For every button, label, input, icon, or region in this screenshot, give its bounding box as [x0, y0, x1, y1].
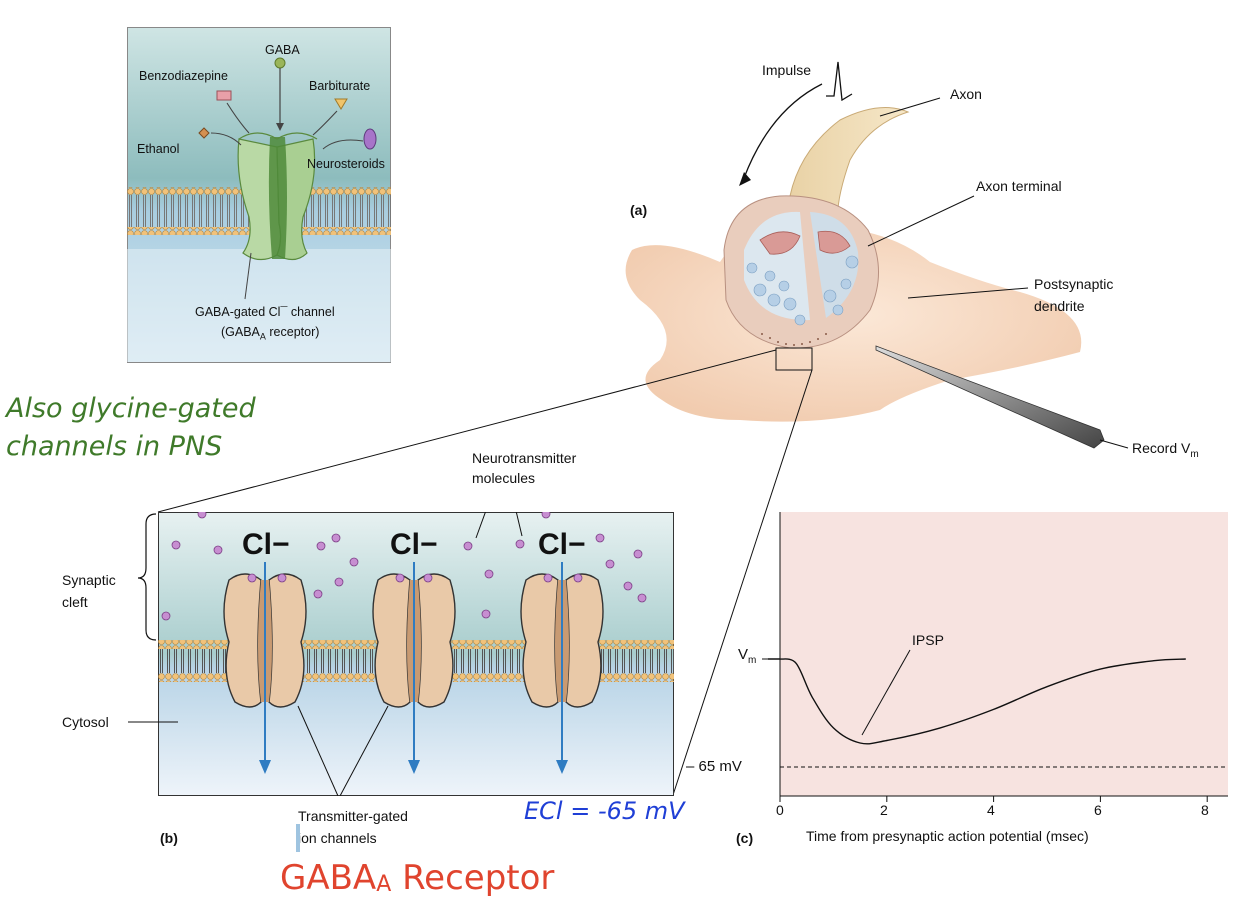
inset-barbiturate-label: Barbiturate: [309, 79, 371, 93]
inset-channel-label-line1: GABA-gated Cl¯ channel: [195, 305, 335, 319]
ipsp-leader-line: [861, 649, 911, 736]
cytosol-label: Cytosol: [62, 714, 109, 730]
postsynaptic-label-1: Postsynaptic: [1034, 276, 1114, 292]
panel-b-art: [158, 512, 674, 796]
chart-plot-area: [780, 512, 1228, 796]
inset-gaba-label: GABA: [265, 43, 300, 57]
x-tick-label-2: 2: [880, 802, 888, 818]
text-cursor-mark: [296, 824, 300, 852]
transmitter-gated-label-1: Transmitter-gated: [298, 808, 408, 824]
vm-axis-label: Vm: [738, 646, 757, 666]
x-tick-label-8: 8: [1201, 802, 1209, 818]
panel-b-diagram: Cl− Cl− Cl−: [158, 512, 674, 796]
glycine-note-line2: channels in PNS: [6, 431, 223, 462]
gaba-receptor-inset: GABA Benzodiazepine Barbiturate Ethanol …: [127, 27, 391, 363]
gaba-receptor-inset-art: [127, 27, 391, 363]
synaptic-cleft-label-2: cleft: [62, 594, 88, 610]
chloride-ion-3: Cl−: [538, 528, 586, 561]
axon-label: Axon: [950, 86, 982, 102]
synaptic-cleft-label-1: Synaptic: [62, 572, 116, 588]
transmitter-gated-label-2: ion channels: [298, 830, 377, 846]
panel-b-tag: (b): [160, 830, 178, 846]
inset-ethanol-label: Ethanol: [137, 142, 180, 156]
gaba-a-receptor-title: GABAA Receptor: [280, 858, 555, 898]
postsynaptic-label-2: dendrite: [1034, 298, 1085, 314]
x-tick-label-6: 6: [1094, 802, 1102, 818]
ipsp-series-line: [768, 658, 1186, 745]
ipsp-label: IPSP: [912, 632, 944, 648]
inset-neurosteroids-label: Neurosteroids: [307, 157, 385, 171]
panel-a-tag: (a): [630, 202, 648, 218]
chloride-ion-1: Cl−: [242, 528, 290, 561]
chart-x-label: Time from presynaptic action potential (…: [806, 828, 1089, 844]
inset-benzodiazepine-label: Benzodiazepine: [139, 69, 228, 83]
neurotransmitter-label-1: Neurotransmitter: [472, 450, 577, 466]
glycine-note-line1: Also glycine-gated: [6, 393, 256, 424]
x-tick-label-4: 4: [987, 802, 995, 818]
panel-c-tag: (c): [736, 830, 754, 846]
ecl-value-label: ECl = -65 mV: [524, 797, 685, 825]
axon-terminal-label: Axon terminal: [976, 178, 1062, 194]
x-tick-label-0: 0: [776, 802, 784, 818]
neurotransmitter-label-2: molecules: [472, 470, 536, 486]
impulse-label: Impulse: [762, 62, 812, 78]
chloride-ion-2: Cl−: [390, 528, 438, 561]
minus-65-label: – 65 mV: [686, 758, 742, 775]
inset-channel-label-line2: (GABAA receptor): [221, 325, 320, 342]
glycine-note: Also glycine-gated channels in PNS: [6, 390, 256, 466]
record-vm-label: Record Vm: [1132, 440, 1199, 460]
